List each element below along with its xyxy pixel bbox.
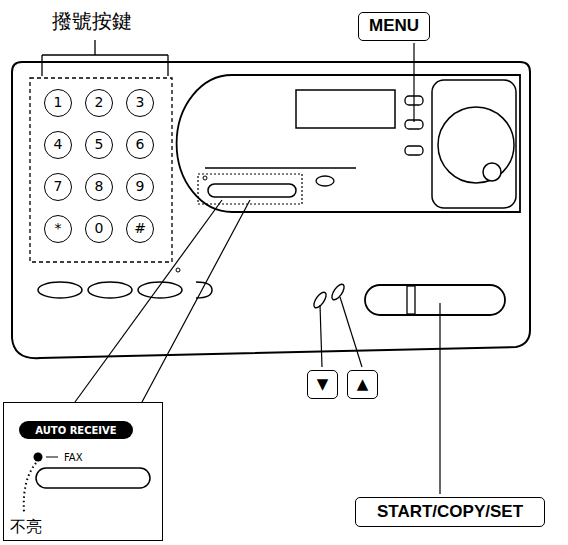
panel-label: 不亮 bbox=[10, 518, 42, 536]
panel-label: START/COPY/SET bbox=[377, 503, 523, 522]
auto-receive-badge: AUTO RECEIVE bbox=[19, 421, 133, 439]
dial-key: 6 bbox=[126, 131, 154, 159]
key-digit: 3 bbox=[136, 95, 145, 110]
dial-key: 7 bbox=[44, 173, 72, 201]
key-digit: 2 bbox=[95, 95, 104, 110]
key-digit: 0 bbox=[95, 221, 104, 236]
start-key-label: START/COPY/SET bbox=[355, 497, 545, 527]
dial-key: # bbox=[126, 215, 154, 243]
dial-key: * bbox=[44, 215, 72, 243]
dial-key: 9 bbox=[126, 173, 154, 201]
menu-key-label: MENU bbox=[358, 12, 430, 41]
key-digit: * bbox=[55, 221, 62, 236]
panel-label: ▲ bbox=[357, 376, 369, 393]
key-digit: # bbox=[134, 221, 146, 236]
part-label: 撥號按鍵 bbox=[52, 10, 132, 32]
up-key-label: ▲ bbox=[347, 370, 378, 399]
dial-key: 1 bbox=[44, 89, 72, 117]
inset-box: FAX 不亮 AUTO RECEIVE bbox=[3, 402, 163, 541]
key-digit: 1 bbox=[54, 95, 63, 110]
down-key-label: ▼ bbox=[307, 370, 338, 399]
dial-key: 5 bbox=[85, 131, 113, 159]
dial-key: 0 bbox=[85, 215, 113, 243]
dial-key: 2 bbox=[85, 89, 113, 117]
key-digit: 9 bbox=[136, 179, 145, 194]
dial-key: 8 bbox=[85, 173, 113, 201]
dial-key: 4 bbox=[44, 131, 72, 159]
dial-key: 3 bbox=[126, 89, 154, 117]
key-digit: 5 bbox=[95, 137, 104, 152]
panel-label: MENU bbox=[369, 17, 419, 36]
panel-label: ▼ bbox=[317, 376, 329, 393]
key-digit: 8 bbox=[95, 179, 104, 194]
key-digit: 7 bbox=[54, 179, 63, 194]
panel-label: FAX bbox=[64, 452, 83, 463]
panel-label: AUTO RECEIVE bbox=[35, 425, 116, 436]
key-digit: 4 bbox=[54, 137, 63, 152]
key-digit: 6 bbox=[136, 137, 145, 152]
